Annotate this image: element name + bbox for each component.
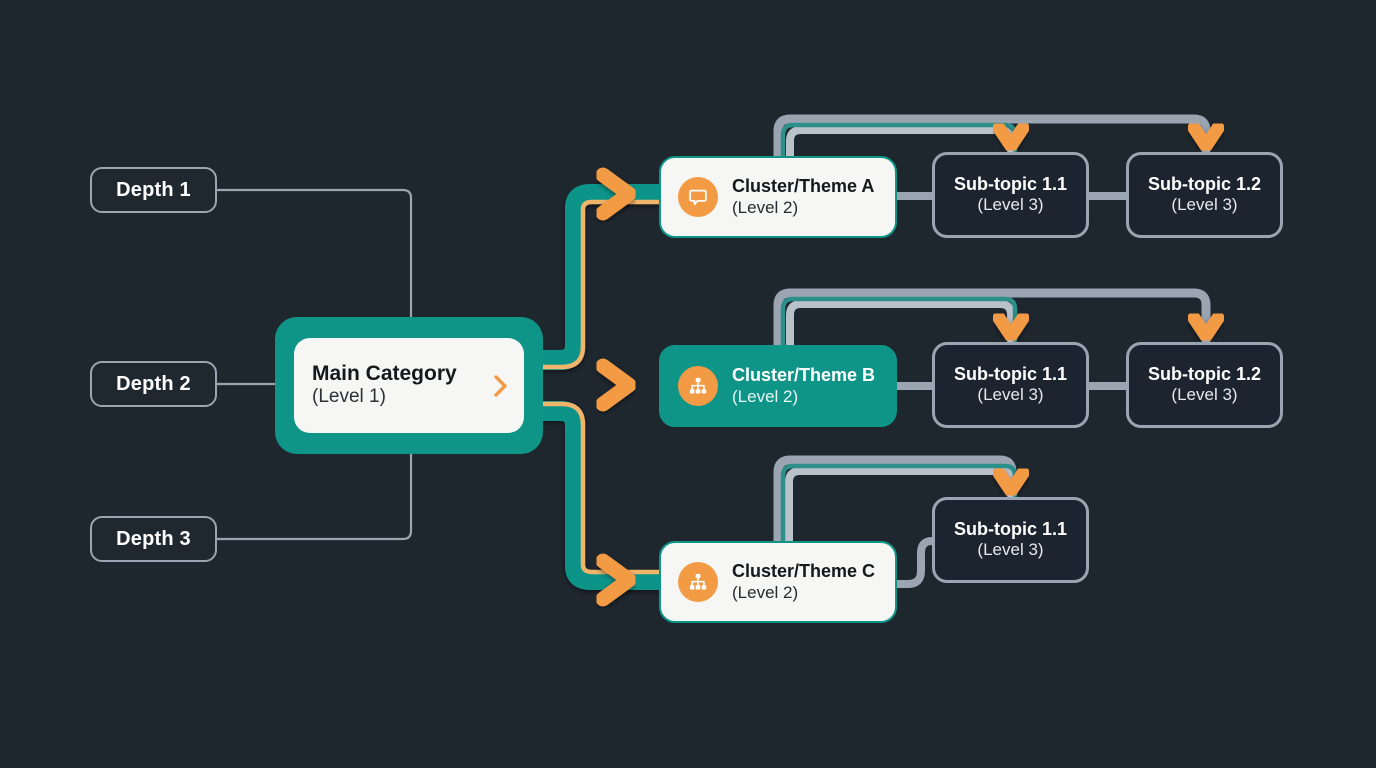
- chevron-right-icon: [494, 374, 507, 397]
- edge-cluster-c-to-sub11: [892, 537, 936, 588]
- depth-chip-3-label: Depth 3: [116, 527, 191, 550]
- subtopic-a-1-title: Sub-topic 1.1: [953, 174, 1067, 195]
- arrow-root-to-cluster-a: [595, 167, 637, 221]
- edge-root-to-cluster-a: [533, 184, 670, 370]
- arrow-down-to-sub11-c: [992, 466, 1030, 498]
- depth-chip-2-label: Depth 2: [116, 372, 191, 395]
- subtopic-node-a-1[interactable]: Sub-topic 1.1 (Level 3): [932, 152, 1089, 238]
- subtopic-a-2-subtitle: (Level 3): [1171, 195, 1238, 215]
- subtopic-node-a-2[interactable]: Sub-topic 1.2 (Level 3): [1126, 152, 1283, 238]
- subtopic-a-1-subtitle: (Level 3): [977, 195, 1044, 215]
- cluster-node-c[interactable]: Cluster/Theme C (Level 2): [659, 541, 897, 623]
- depth-chip-1-label: Depth 1: [116, 178, 191, 201]
- cluster-b-title: Cluster/Theme B: [732, 365, 876, 386]
- depth-chip-1[interactable]: Depth 1: [90, 167, 217, 213]
- cluster-a-title: Cluster/Theme A: [732, 176, 875, 197]
- cluster-node-a[interactable]: Cluster/Theme A (Level 2): [659, 156, 897, 238]
- subtopic-b-1-subtitle: (Level 3): [977, 385, 1044, 405]
- cluster-a-subtitle: (Level 2): [732, 198, 799, 218]
- main-category-node[interactable]: Main Category (Level 1): [275, 317, 543, 454]
- arrow-down-to-sub12-b: [1187, 311, 1225, 343]
- speech-bubble-icon: [678, 177, 718, 217]
- subtopic-a-2-title: Sub-topic 1.2: [1147, 174, 1261, 195]
- subtopic-b-2-title: Sub-topic 1.2: [1147, 364, 1261, 385]
- cluster-node-b[interactable]: Cluster/Theme B (Level 2): [659, 345, 897, 427]
- main-category-card[interactable]: Main Category (Level 1): [294, 338, 524, 433]
- main-category-subtitle: (Level 1): [312, 386, 386, 408]
- depth-chip-2[interactable]: Depth 2: [90, 361, 217, 407]
- arrow-root-to-cluster-b: [595, 358, 637, 412]
- arrow-down-to-sub11-b: [992, 311, 1030, 343]
- edge-root-to-cluster-c: [533, 401, 670, 590]
- sitemap-icon: [678, 366, 718, 406]
- main-category-title: Main Category: [312, 361, 457, 385]
- subtopic-node-c-1[interactable]: Sub-topic 1.1 (Level 3): [932, 497, 1089, 583]
- cluster-c-subtitle: (Level 2): [732, 583, 799, 603]
- subtopic-b-2-subtitle: (Level 3): [1171, 385, 1238, 405]
- subtopic-c-1-title: Sub-topic 1.1: [953, 519, 1067, 540]
- subtopic-b-1-title: Sub-topic 1.1: [953, 364, 1067, 385]
- subtopic-node-b-2[interactable]: Sub-topic 1.2 (Level 3): [1126, 342, 1283, 428]
- arrow-down-to-sub11-a: [992, 121, 1030, 153]
- depth-chip-3[interactable]: Depth 3: [90, 516, 217, 562]
- cluster-b-subtitle: (Level 2): [732, 387, 799, 407]
- subtopic-c-1-subtitle: (Level 3): [977, 540, 1044, 560]
- arrow-root-to-cluster-c: [595, 553, 637, 607]
- arrow-down-to-sub12-a: [1187, 121, 1225, 153]
- cluster-c-title: Cluster/Theme C: [732, 561, 876, 582]
- sitemap-icon: [678, 562, 718, 602]
- subtopic-node-b-1[interactable]: Sub-topic 1.1 (Level 3): [932, 342, 1089, 428]
